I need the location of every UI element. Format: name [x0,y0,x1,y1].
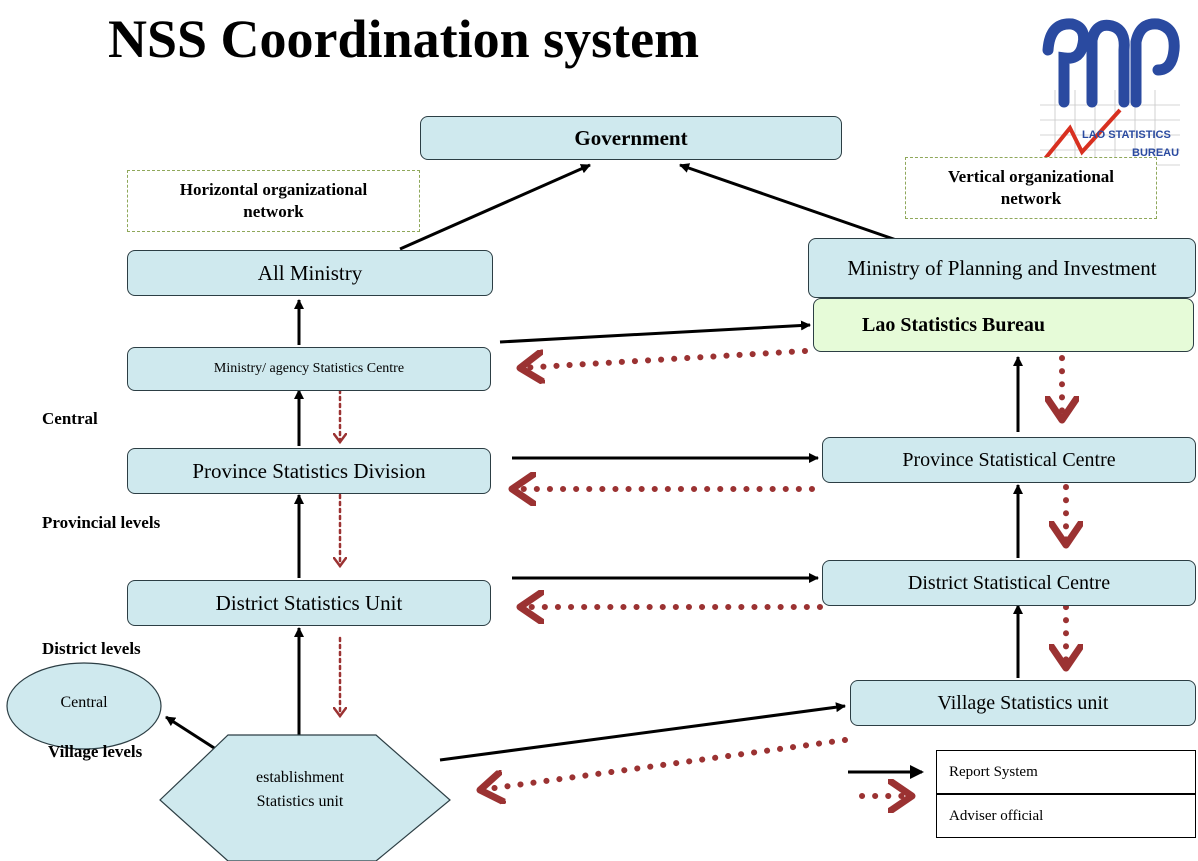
establishment-shape [159,734,451,861]
central-ellipse-label: Central [60,694,108,711]
all-ministry-node: All Ministry [127,250,493,296]
adviser-village-establishment [480,737,848,790]
ministry-agency-centre-node: Ministry/ agency Statistics Centre [127,347,491,391]
adviser-lsb-centre [520,348,808,368]
legend-report-label: Report System [949,763,1038,780]
province-centre-node: Province Statistical Centre [822,437,1196,483]
logo-text-2: BUREAU [1132,147,1179,159]
arrow-mpi-government [679,163,906,245]
government-node: Government [420,116,842,160]
establishment-label: establishment Statistics unit [256,769,344,810]
level-district: District levels [42,639,141,658]
arrow-allministry-government [399,163,591,251]
page-title: NSS Coordination system [108,9,700,69]
lsb-node: Lao Statistics Bureau [813,298,1194,352]
vertical-network-note: Vertical organizational network [905,157,1157,219]
mpi-node: Ministry of Planning and Investment [808,238,1196,298]
legend-report-box: Report System [936,750,1196,794]
village-unit-node: Village Statistics unit [850,680,1196,726]
province-division-node: Province Statistics Division [127,448,491,494]
horizontal-network-note: Horizontal organizational network [127,170,420,232]
level-village: Village levels [48,742,143,761]
logo-text-1: LAO STATISTICS [1082,129,1171,141]
arrow-centre-lsb [499,320,811,344]
district-unit-node: District Statistics Unit [127,580,491,626]
central-ellipse-shape [6,662,162,750]
legend-adviser-box: Adviser official [936,794,1196,838]
district-centre-node: District Statistical Centre [822,560,1196,606]
level-central: Central [42,409,98,428]
level-provincial: Provincial levels [42,513,161,532]
arrow-establishment-village [439,702,846,762]
legend-adviser-label: Adviser official [949,807,1044,824]
